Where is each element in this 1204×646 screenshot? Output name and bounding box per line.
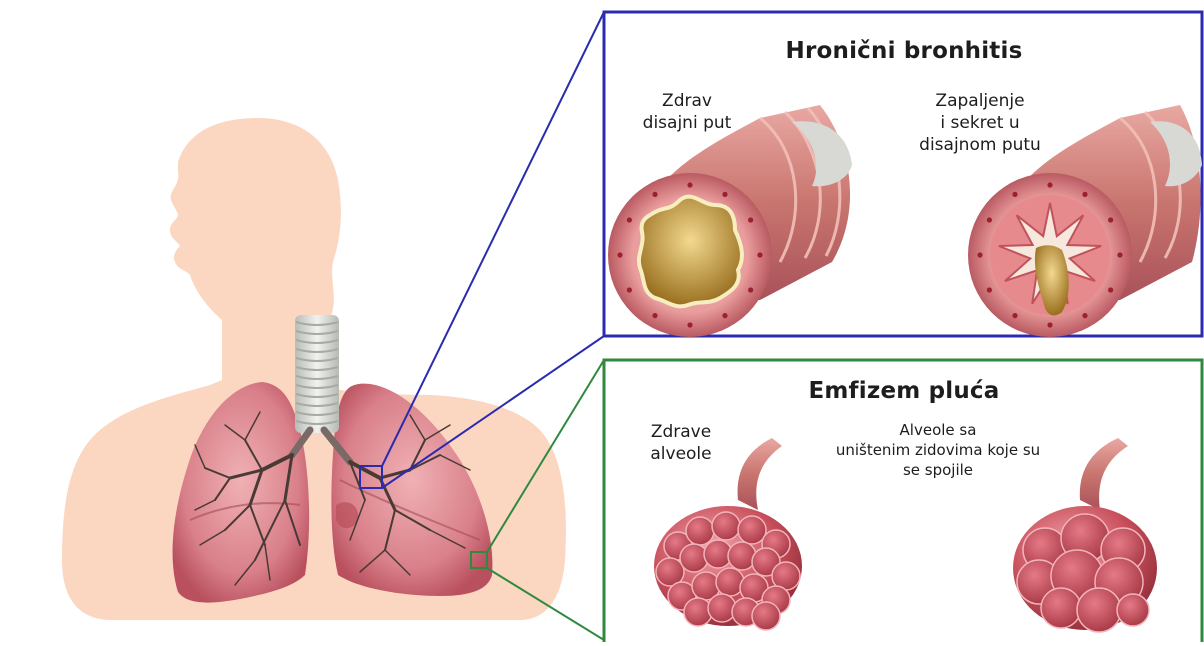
gland-dot bbox=[1047, 182, 1052, 187]
gland-dot bbox=[627, 287, 632, 292]
alveolus bbox=[684, 598, 712, 626]
gland-dot bbox=[757, 252, 762, 257]
gland-dot bbox=[722, 313, 727, 318]
gland-dot bbox=[987, 217, 992, 222]
alveolus bbox=[752, 602, 780, 630]
gland-dot bbox=[1117, 252, 1122, 257]
gland-dot bbox=[1082, 192, 1087, 197]
gland-dot bbox=[987, 287, 992, 292]
gland-dot bbox=[652, 192, 657, 197]
alveolus bbox=[708, 594, 736, 622]
airway-lumen-mucus bbox=[639, 197, 742, 307]
gland-dot bbox=[722, 192, 727, 197]
gland-dot bbox=[1047, 322, 1052, 327]
gland-dot bbox=[977, 252, 982, 257]
inflamed-airway-label: Zapaljenje i sekret u disajnom putu bbox=[880, 90, 1080, 156]
alveolus bbox=[1117, 594, 1149, 626]
healthy-airway-label: Zdrav disajni put bbox=[612, 90, 762, 134]
gland-dot bbox=[1108, 287, 1113, 292]
alveolus bbox=[680, 544, 708, 572]
gland-dot bbox=[748, 287, 753, 292]
gland-dot bbox=[627, 217, 632, 222]
gland-dot bbox=[652, 313, 657, 318]
alveolus bbox=[1041, 588, 1081, 628]
alveolus bbox=[686, 517, 714, 545]
gland-dot bbox=[687, 182, 692, 187]
emphysema-title: Emfizem pluća bbox=[604, 378, 1204, 404]
gland-dot bbox=[687, 322, 692, 327]
gland-dot bbox=[1012, 192, 1017, 197]
alveolus bbox=[738, 516, 766, 544]
damaged-alveoli-label: Alveole sa uništenim zidovima koje su se… bbox=[808, 420, 1068, 480]
gland-dot bbox=[1082, 313, 1087, 318]
leader-line-bronchitis-top bbox=[382, 12, 604, 466]
gland-dot bbox=[748, 217, 753, 222]
gland-dot bbox=[1012, 313, 1017, 318]
healthy-alveoli-label: Zdrave alveole bbox=[626, 421, 736, 465]
alveolus bbox=[1077, 588, 1121, 632]
bronchitis-title: Hronični bronhitis bbox=[604, 38, 1204, 64]
gland-dot bbox=[617, 252, 622, 257]
gland-dot bbox=[1108, 217, 1113, 222]
alveolus bbox=[712, 512, 740, 540]
